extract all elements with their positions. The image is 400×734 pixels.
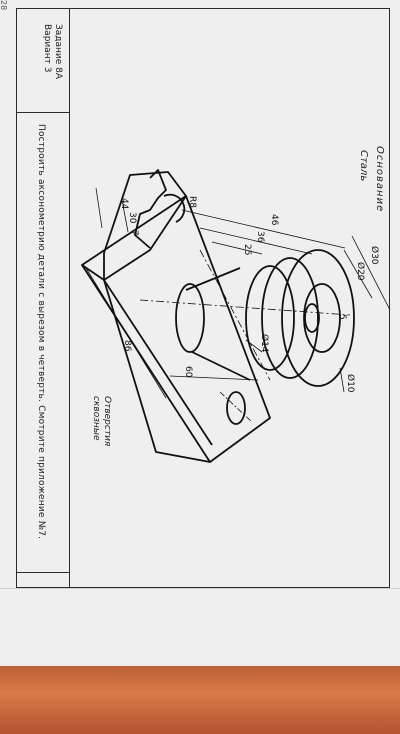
base-plate-thickness [103, 279, 211, 463]
dim-line-86 [85, 267, 167, 399]
boss-ellipse-outer [245, 265, 295, 371]
title-strip-divider [16, 112, 70, 113]
dim-5: 5 [337, 314, 347, 320]
dim-r8: R8 [187, 196, 197, 208]
dim-d20: Ø20 [355, 262, 366, 281]
slot-arc [163, 193, 186, 223]
through-hole [226, 391, 246, 425]
cylinder-body [185, 267, 251, 381]
raised-block [103, 171, 187, 281]
boss-bore-outer [303, 283, 341, 353]
dim-line-d10 [339, 367, 345, 393]
dim-line-44 [95, 187, 103, 229]
dim-36: 36 [255, 231, 265, 243]
cylinder-base-ellipse [175, 283, 205, 353]
page-fold [0, 588, 400, 589]
dim-line-60 [169, 375, 259, 381]
dim-30: 30 [127, 212, 137, 224]
raised-block-slot [134, 169, 167, 249]
center-line [139, 299, 351, 316]
base-plate-side [81, 264, 213, 446]
title-strip [16, 8, 70, 588]
dim-7: 7 [129, 230, 139, 236]
dim-line-d30 [351, 235, 391, 311]
drawing-frame [16, 8, 390, 588]
hole-center-line [219, 391, 253, 423]
dim-25: 25 [242, 244, 252, 255]
center-line-2 [199, 249, 271, 381]
dim-86: 86 [122, 340, 132, 352]
dim-line-d20 [343, 249, 373, 299]
title-strip-divider-bottom [16, 572, 70, 573]
leader-d14 [245, 339, 263, 353]
dim-line-25 [211, 241, 263, 255]
worksheet-page [0, 0, 400, 666]
dim-d14: Ø14 [259, 334, 270, 353]
dim-46: 46 [269, 214, 279, 226]
dim-line-30 [121, 199, 129, 233]
boss-ellipse-mid [261, 257, 319, 379]
boss-bore-inner [304, 303, 320, 333]
dim-60: 60 [183, 366, 193, 378]
dim-line-46 [181, 209, 346, 249]
dim-44: 44 [119, 198, 129, 210]
dim-d10: Ø10 [345, 374, 356, 393]
dim-d30: Ø30 [369, 246, 380, 265]
base-plate-outline [81, 195, 271, 463]
boss-ellipse-front [281, 249, 355, 387]
dim-line-36 [199, 227, 313, 255]
table-surface [0, 660, 400, 734]
